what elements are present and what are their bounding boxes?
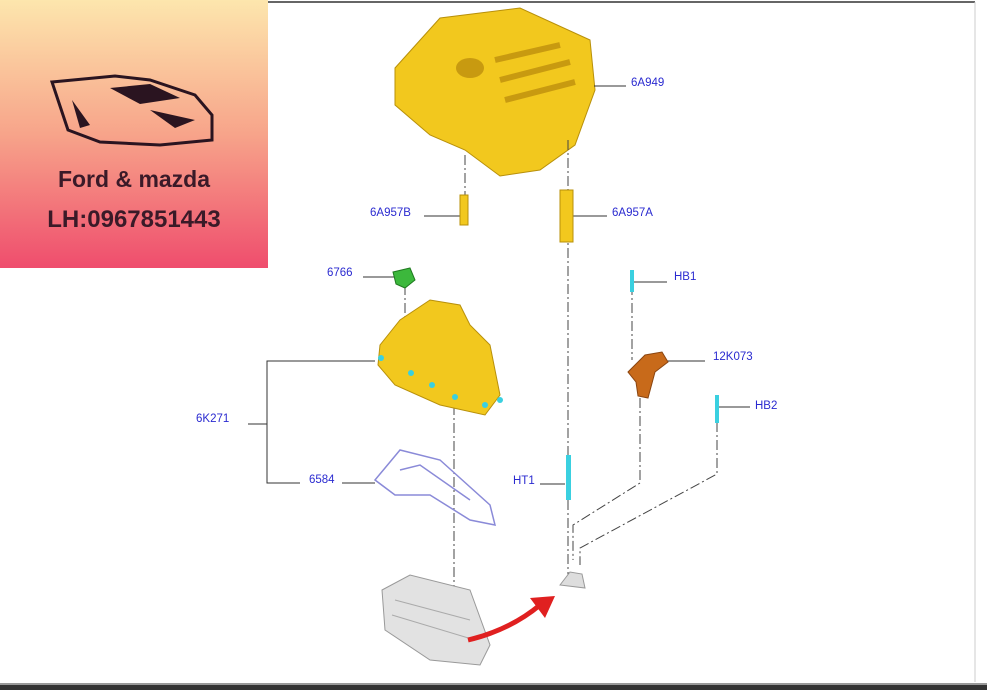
car-silhouette-icon <box>49 74 214 147</box>
gasket-part <box>373 449 497 526</box>
label-6a957a: 6A957A <box>612 207 653 219</box>
sensor-12k073-part <box>627 351 669 399</box>
logo-contact-text: LH:0967851443 <box>47 206 221 233</box>
label-6766: 6766 <box>327 267 353 279</box>
bolt-hb1 <box>630 270 634 292</box>
oil-cap-part <box>392 267 416 289</box>
bottom-bar <box>0 683 987 690</box>
label-hb1: HB1 <box>674 271 697 283</box>
stud-6a957a <box>559 189 574 243</box>
red-arrow-icon <box>467 596 555 643</box>
engine-cover-part <box>394 7 596 177</box>
leader-lines <box>248 85 750 485</box>
label-6a957b: 6A957B <box>370 207 411 219</box>
label-12k073: 12K073 <box>713 351 753 363</box>
bolt-hb2 <box>715 395 719 423</box>
valve-cover-part <box>377 299 501 416</box>
label-hb2: HB2 <box>755 400 778 412</box>
stud-6a957b <box>459 194 469 226</box>
valve-cover-bolts <box>378 355 503 408</box>
cylinder-head-part <box>381 574 491 666</box>
label-6a949: 6A949 <box>631 77 665 89</box>
shop-logo: Ford & mazda LH:0967851443 <box>0 0 268 268</box>
bolt-ht1 <box>566 455 571 500</box>
label-ht1: HT1 <box>513 475 535 487</box>
label-6k271: 6K271 <box>196 413 230 425</box>
label-6584: 6584 <box>309 474 335 486</box>
logo-brand-text: Ford & mazda <box>57 166 211 192</box>
bracket-part <box>559 571 586 589</box>
